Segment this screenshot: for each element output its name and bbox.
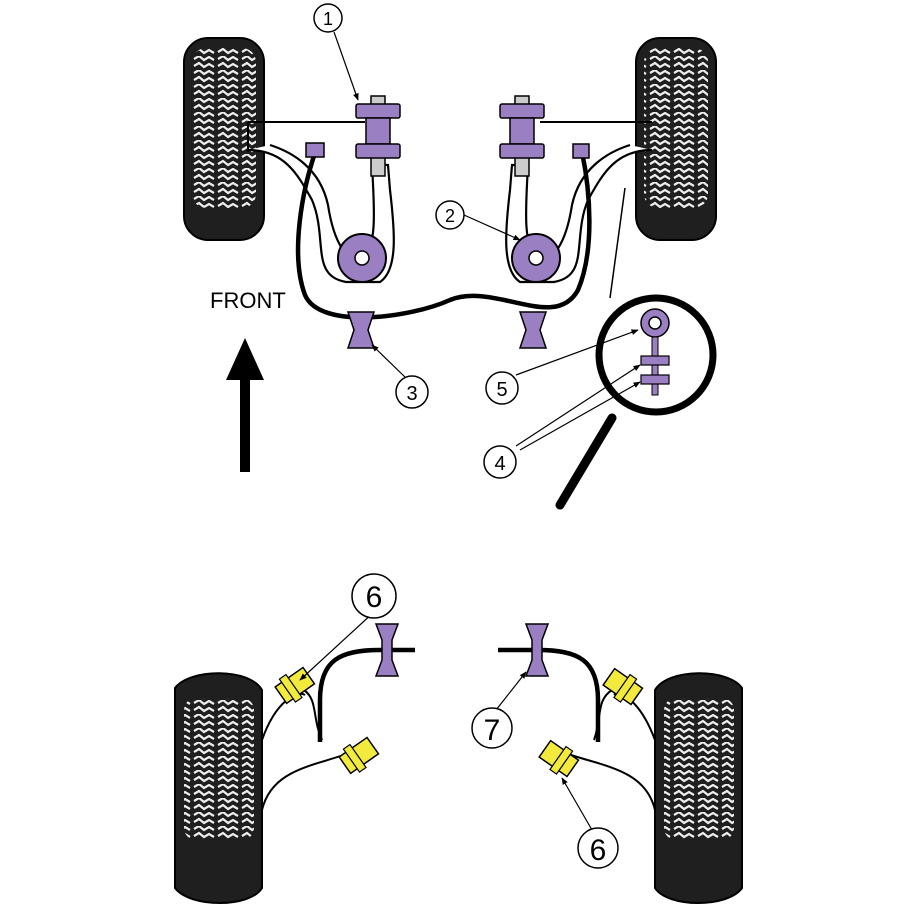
callout-7: 7 — [471, 707, 513, 749]
callout-1: 1 — [313, 3, 343, 33]
bottom-tyre-right — [654, 672, 743, 904]
callout-6-top: 6 — [351, 573, 397, 619]
callout-2-text: 2 — [445, 206, 455, 226]
rear-axle-beams — [247, 121, 652, 152]
front-anti-roll-bar-left — [317, 647, 415, 742]
callout-6-bottom-text: 6 — [590, 834, 607, 867]
callout-5-text: 5 — [496, 379, 507, 401]
bushing-1-right — [499, 95, 545, 177]
bushing-7-right — [524, 623, 550, 677]
callout-4-text: 4 — [494, 453, 505, 475]
bushing-6-lower-right — [538, 739, 580, 778]
callout-7-text: 7 — [484, 714, 501, 747]
callout-5: 5 — [485, 371, 519, 405]
anti-roll-bar — [295, 149, 592, 320]
bushing-7-left — [374, 623, 400, 677]
bushing-6-upper-right — [602, 667, 644, 706]
droplink-bushing-right — [572, 143, 590, 159]
callout-1-text: 1 — [323, 9, 333, 29]
callout-6-top-text: 6 — [366, 581, 383, 614]
bushing-1-left — [355, 95, 401, 177]
droplink-bushing-left — [305, 142, 325, 158]
callout-4: 4 — [483, 445, 517, 479]
bottom-tyre-left — [174, 672, 263, 904]
trailing-arm-left — [247, 143, 395, 284]
bushing-3-right — [518, 311, 548, 349]
callout-6-bottom: 6 — [577, 827, 619, 869]
bushing-6-lower-left — [338, 736, 380, 775]
callout-3-text: 3 — [406, 383, 417, 405]
top-tyre-left — [183, 37, 265, 241]
bushing-2-right — [511, 233, 561, 283]
front-anti-roll-bar-right — [498, 647, 601, 742]
top-tyre-right — [635, 37, 717, 241]
arrow-up-icon — [226, 338, 264, 380]
callout-leaders — [299, 31, 641, 831]
callout-3: 3 — [395, 375, 429, 409]
bushing-2-left — [337, 233, 387, 283]
bushing-3-left — [346, 311, 376, 349]
front-arrow — [226, 338, 264, 472]
callout-2: 2 — [435, 200, 465, 230]
front-label: FRONT — [210, 288, 286, 313]
magnifier-icon — [555, 187, 717, 510]
